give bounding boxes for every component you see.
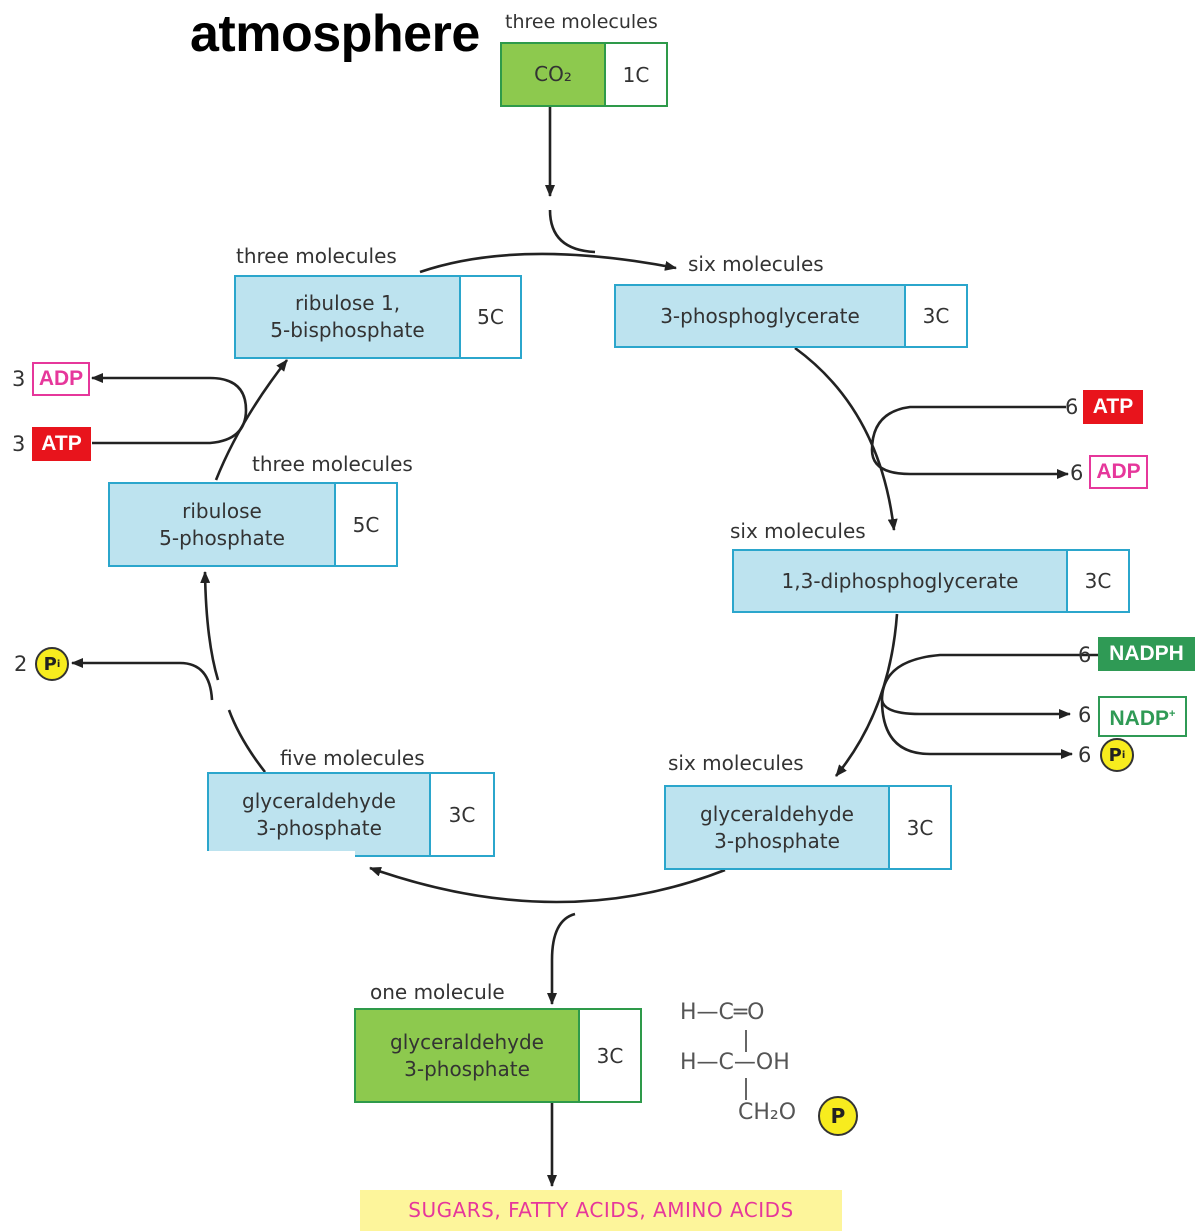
left-atp-coef: 3	[12, 432, 26, 456]
arc-g3p-to-r5p-lower	[227, 709, 267, 773]
g3p-left-name: glyceraldehyde 3-phosphate	[209, 774, 431, 855]
g3p-right-name-line2: 3-phosphate	[714, 828, 840, 853]
g3p-right-carbons: 3C	[906, 815, 934, 840]
left-pi-out	[71, 658, 214, 701]
structure-phosphate-label: P	[830, 1104, 846, 1128]
left-atp-badge: ATP	[32, 427, 91, 461]
structure-row-2: H—C—OH	[680, 1050, 790, 1075]
pga-box: 3-phosphoglycerate 3C	[614, 284, 968, 348]
arc-g3p-to-g3p	[369, 866, 726, 904]
dpga-carbons: 3C	[1084, 569, 1112, 593]
rubp-name-line2: 5-bisphosphate	[270, 318, 425, 342]
left-pi-label: P	[43, 653, 57, 675]
arc-dpga-to-g3p	[834, 613, 899, 777]
right-adp-out	[870, 449, 1069, 479]
arc-g3p-to-r5p-upper	[200, 571, 220, 681]
right-nadp-coef: 6	[1078, 703, 1092, 727]
g3p-left-name-line2: 3-phosphate	[256, 816, 382, 840]
g3p-left-box: glyceraldehyde 3-phosphate 3C	[207, 772, 495, 857]
left-adp-badge: ADP	[32, 362, 90, 396]
r5p-name: ribulose 5-phosphate	[110, 484, 336, 565]
pga-quantity: six molecules	[688, 252, 824, 276]
right-adp-badge: ADP	[1089, 455, 1148, 489]
output-carbons: 3C	[596, 1043, 624, 1068]
g3p-left-name-line1: glyceraldehyde	[242, 789, 396, 813]
left-pi-coef: 2	[14, 652, 28, 676]
co2-carbons: 1C	[622, 62, 650, 87]
r5p-name-line1: ribulose	[182, 498, 262, 523]
co2-join	[548, 209, 596, 254]
co2-quantity: three molecules	[505, 11, 658, 33]
output-quantity: one molecule	[370, 980, 505, 1004]
output-box: glyceraldehyde 3-phosphate 3C	[354, 1008, 642, 1103]
right-nadph-coef: 6	[1078, 643, 1092, 667]
r5p-carbons: 5C	[352, 512, 380, 537]
right-nadp-out	[880, 699, 1071, 719]
products-banner: SUGARS, FATTY ACIDS, AMINO ACIDS	[360, 1190, 842, 1231]
right-nadp-label: NADP	[1109, 707, 1170, 730]
dpga-name: 1,3-diphosphoglycerate	[734, 551, 1068, 611]
rubp-quantity: three molecules	[236, 244, 397, 268]
r5p-quantity: three molecules	[252, 452, 413, 476]
right-pi-coef: 6	[1078, 743, 1092, 767]
r5p-name-line2: 5-phosphate	[159, 525, 285, 550]
rubp-box: ribulose 1, 5-bisphosphate 5C	[234, 275, 522, 359]
right-atp-badge: ATP	[1083, 390, 1143, 424]
arc-rubp-to-pga	[419, 252, 677, 274]
structure-row-3: CH₂O	[738, 1100, 797, 1125]
right-nadp-badge: NADP+	[1098, 696, 1187, 737]
left-atp-in	[92, 409, 248, 445]
structure-phosphate-circle: P	[818, 1096, 858, 1136]
right-nadp-charge: +	[1169, 708, 1176, 720]
right-atp-in	[870, 405, 1066, 451]
co2-name: CO₂	[502, 44, 606, 105]
right-pi-sub: i	[1121, 749, 1126, 761]
dpga-box: 1,3-diphosphoglycerate 3C	[732, 549, 1130, 613]
diagram-title: atmosphere	[190, 5, 480, 63]
output-name: glyceraldehyde 3-phosphate	[356, 1010, 580, 1101]
g3p-left-carbons: 3C	[448, 802, 476, 827]
output-name-line1: glyceraldehyde	[390, 1029, 544, 1054]
pga-carbons: 3C	[922, 304, 950, 328]
g3p-right-box: glyceraldehyde 3-phosphate 3C	[664, 785, 952, 870]
g3p-right-name-line1: glyceraldehyde	[700, 801, 854, 826]
co2-box: CO₂ 1C	[500, 42, 668, 107]
right-nadph-badge: NADPH	[1098, 637, 1195, 671]
structure-row-1: H—C═O	[680, 1000, 765, 1025]
box-edge-mask	[205, 851, 355, 859]
rubp-carbons: 5C	[477, 305, 504, 329]
g3p-right-quantity: six molecules	[668, 751, 804, 775]
right-atp-coef: 6	[1065, 395, 1079, 419]
left-pi-sub: i	[56, 658, 61, 670]
pga-name: 3-phosphoglycerate	[616, 286, 906, 346]
right-adp-coef: 6	[1070, 461, 1084, 485]
g3p-left-quantity: five molecules	[280, 746, 425, 770]
right-nadph-in	[880, 653, 1098, 701]
right-pi-label: P	[1108, 744, 1122, 766]
dpga-quantity: six molecules	[730, 519, 866, 543]
rubp-name-line1: ribulose 1,	[294, 291, 401, 315]
g3p-right-name: glyceraldehyde 3-phosphate	[666, 787, 890, 868]
right-pi-out	[880, 699, 1073, 759]
output-name-line2: 3-phosphate	[404, 1056, 530, 1081]
left-adp-out	[91, 373, 248, 411]
arc-pga-to-dpga	[794, 346, 898, 531]
r5p-box: ribulose 5-phosphate 5C	[108, 482, 398, 567]
rubp-name: ribulose 1, 5-bisphosphate	[236, 277, 461, 357]
left-adp-coef: 3	[12, 367, 26, 391]
output-branch	[547, 912, 576, 1005]
